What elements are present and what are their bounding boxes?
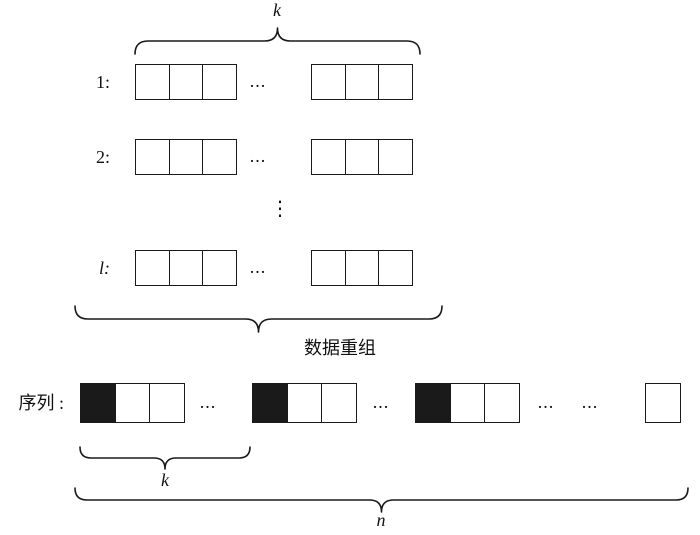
cell: [135, 139, 170, 175]
cell: [484, 383, 521, 423]
rowl-ellipsis: ...: [249, 257, 267, 277]
cell: [311, 250, 346, 286]
cell: [168, 250, 204, 286]
filled-cell: [80, 383, 116, 423]
k-brace: [79, 446, 251, 470]
cell: [311, 64, 346, 100]
cell: [202, 64, 238, 100]
sequence-label: 序列 :: [18, 393, 64, 413]
sequence-ellipsis-4: ...: [581, 392, 599, 412]
n-brace: [74, 487, 689, 513]
cell: [344, 250, 380, 286]
rowl-label: l:: [99, 258, 110, 278]
sequence-last-cell-group: [645, 383, 681, 423]
cell: [449, 383, 486, 423]
rowl-group1: [135, 250, 238, 286]
cell: [378, 64, 414, 100]
cell: [286, 383, 323, 423]
row2-group1: [135, 139, 238, 175]
row1-label: 1:: [95, 72, 110, 92]
row1-ellipsis: ...: [249, 71, 267, 91]
cell: [378, 250, 414, 286]
top-k-brace: [134, 27, 421, 55]
cell: [344, 139, 380, 175]
cell: [321, 383, 358, 423]
row2-group2: [311, 139, 414, 175]
regroup-caption: 数据重组: [304, 338, 376, 358]
rows-vertical-ellipsis: ⋮: [270, 196, 290, 220]
filled-cell: [415, 383, 451, 423]
sequence-group3: [415, 383, 521, 423]
sequence-group2: [252, 383, 358, 423]
cell: [135, 250, 170, 286]
rowl-group2: [311, 250, 414, 286]
row1-group1: [135, 64, 238, 100]
row2-label: 2:: [95, 147, 110, 167]
cell: [168, 64, 204, 100]
cell: [645, 383, 681, 423]
cell: [114, 383, 151, 423]
cell: [202, 250, 238, 286]
n-brace-label: n: [376, 510, 386, 530]
cell: [202, 139, 238, 175]
row2-ellipsis: ...: [249, 146, 267, 166]
k-brace-label: k: [161, 470, 169, 490]
sequence-ellipsis-2: ...: [372, 392, 390, 412]
row1-group2: [311, 64, 414, 100]
regroup-brace: [74, 305, 443, 333]
filled-cell: [252, 383, 288, 423]
cell: [344, 64, 380, 100]
cell: [168, 139, 204, 175]
cell: [135, 64, 170, 100]
cell: [378, 139, 414, 175]
top-brace-label: k: [273, 0, 281, 20]
sequence-ellipsis-1: ...: [199, 392, 217, 412]
sequence-group1: [80, 383, 186, 423]
cell: [149, 383, 186, 423]
sequence-ellipsis-3: ...: [537, 392, 555, 412]
cell: [311, 139, 346, 175]
